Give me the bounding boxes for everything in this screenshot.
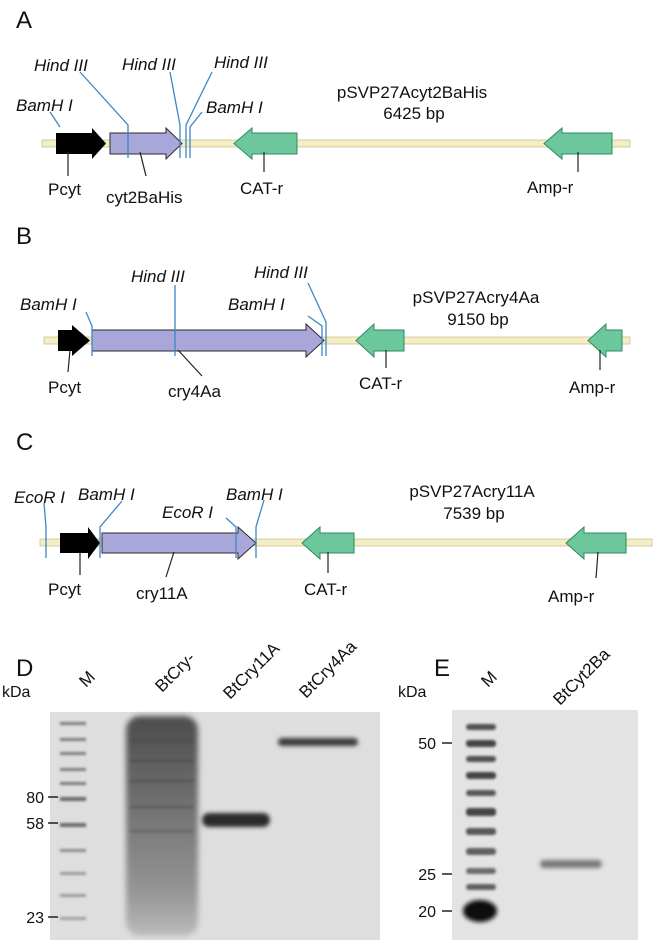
site-label-hind-b2: Hind III [254,263,308,282]
resistance-arrow-amp-c [565,525,627,561]
plasmid-backbone-a [41,139,631,148]
site-label-hind-a3: Hind III [214,53,268,72]
site-label-eco-c2: EcoR I [162,503,213,522]
gel-d-lane-m: M [75,667,98,690]
feature-label-cat-b: CAT-r [359,374,402,393]
plasmid-name-b: pSVP27Acry4Aa [413,288,540,307]
site-label-bam-a2: BamH I [206,98,263,117]
feature-label-pcyt-a: Pcyt [48,180,81,199]
gene-arrow-cry4aa [91,322,325,359]
resistance-arrow-cat-c [301,525,355,561]
gel-d-ladder [60,722,86,920]
gel-e-band-20 [463,900,497,922]
site-line-bam-a1 [49,111,61,128]
gel-e-marker-20: 20 [418,904,436,921]
gel-d-band-btcry4aa [278,738,358,746]
feature-label-amp-b: Amp-r [569,378,616,397]
site-label-bam-b1: BamH I [20,295,77,314]
gel-e-lane-btcyt2ba: BtCyt2Ba [549,644,614,709]
resistance-arrow-cat-a [233,126,298,161]
plasmid-name-c: pSVP27Acry11A [409,482,535,501]
site-label-bam-c1: BamH I [78,485,135,504]
gel-e-band-btcyt2ba [540,860,602,868]
plasmid-size-c: 7539 bp [443,504,504,523]
feature-label-cyt2bahis: cyt2BaHis [106,188,183,207]
resistance-arrow-amp-a [543,126,613,161]
plasmid-name-a: pSVP27Acyt2BaHis [337,83,487,102]
pointer-pcyt-b [67,349,71,373]
feature-label-cry11a: cry11A [136,584,188,603]
panel-b: B BamH I Hind III Hind III BamH I Pcyt c… [16,223,631,401]
gel-e-lane-m: M [477,667,500,690]
panel-label-d: D [16,655,33,682]
gel-d-lane-btcry4aa: BtCry4Aa [295,637,360,702]
gel-d-kda-label: kDa [2,684,31,701]
promoter-arrow-pcyt-c [60,527,100,559]
gel-d-lane-smear-btcry- [126,716,198,936]
feature-label-amp-a: Amp-r [527,178,574,197]
site-label-hind-a2: Hind III [122,55,176,74]
plasmid-size-a: 6425 bp [383,104,444,123]
feature-label-pcyt-b: Pcyt [48,378,81,397]
promoter-arrow-pcyt-b [58,325,90,356]
site-line-bam-a2 [189,111,203,158]
feature-label-amp-c: Amp-r [548,587,595,606]
plasmid-size-b: 9150 bp [447,310,508,329]
feature-label-cat-a: CAT-r [240,179,283,198]
panel-c: C EcoR I BamH I EcoR I BamH I Pcyt cry11… [14,429,653,606]
site-label-bam-c2: BamH I [226,485,283,504]
site-line-hind-a1 [79,71,129,158]
site-line-hind-a2 [169,71,181,158]
resistance-arrow-cat-b [355,322,405,359]
pointer-amp-c [595,551,599,579]
panel-a: A Hind III Hind III Hind III BamH I BamH… [16,7,631,207]
feature-label-cat-c: CAT-r [304,580,347,599]
site-line-eco-c1 [43,502,47,558]
gel-e-marker-50: 50 [418,736,436,753]
site-label-bam-a1: BamH I [16,96,73,115]
site-line-bam-b1 [85,311,93,356]
site-line-hind-b2 [307,282,327,356]
gel-d-marker-23: 23 [26,910,44,927]
pointer-cyt2bahis [139,151,147,177]
gel-e-marker-25: 25 [418,867,436,884]
panel-d: D kDa M BtCry- BtCry11A BtCry4Aa [2,637,380,940]
panel-label-c: C [16,429,33,456]
gene-arrow-cry11a [101,525,257,561]
gel-e-kda-label: kDa [398,684,427,701]
gel-d-band-btcry11a [202,813,270,827]
gel-d-marker-80: 80 [26,790,44,807]
gel-e-ladder [466,724,496,890]
panel-e: E kDa M BtCyt2Ba 50 25 20 [398,644,638,940]
promoter-arrow-pcyt-a [56,128,106,159]
site-label-hind-a1: Hind III [34,56,88,75]
site-line-eco-c2 [225,517,237,558]
gel-d-lane-btcry11a: BtCry11A [219,638,283,702]
site-line-bam-c2 [255,499,265,558]
site-line-bam-c1 [99,500,123,558]
site-label-hind-b1: Hind III [131,267,185,286]
site-label-eco-c1: EcoR I [14,488,65,507]
panel-label-b: B [16,223,32,250]
gene-arrow-cyt2bahis [109,126,183,161]
gel-d-marker-58: 58 [26,816,44,833]
pointer-cry4aa [177,349,203,377]
site-label-bam-b2: BamH I [228,295,285,314]
feature-label-pcyt-c: Pcyt [48,580,81,599]
resistance-arrow-amp-b [587,322,623,359]
site-line-bam-b2 [307,315,323,356]
site-line-hind-a3 [185,71,213,158]
feature-label-cry4aa: cry4Aa [168,382,221,401]
pointer-cry11a [165,551,175,578]
panel-label-a: A [16,7,32,34]
plasmid-backbone-b [43,336,631,345]
panel-label-e: E [434,655,450,682]
gel-d-lane-btcry-: BtCry- [151,648,198,695]
